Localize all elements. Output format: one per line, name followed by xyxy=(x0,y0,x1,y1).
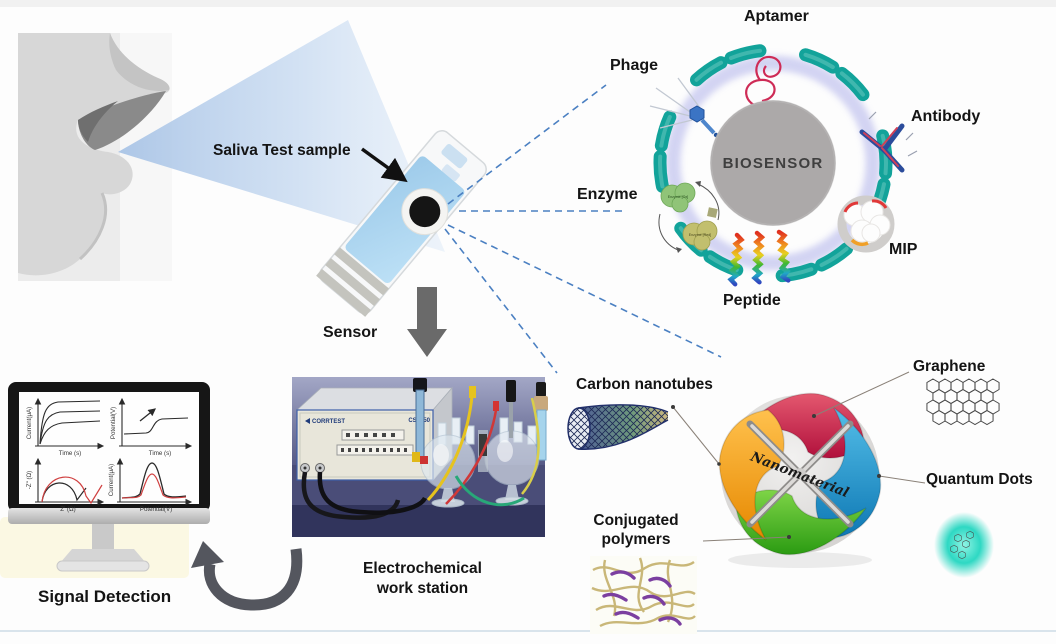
label-peptide: Peptide xyxy=(723,292,781,309)
plot2-xlabel: Time (s) xyxy=(149,450,171,457)
label-mip: MIP xyxy=(889,241,918,258)
antibody-icon xyxy=(859,111,918,173)
contact-stripes xyxy=(316,247,389,317)
sensor-label: Sensor xyxy=(323,324,378,341)
plot3-ylabel: -Z" (Ω) xyxy=(26,471,33,490)
saliva-sample-label: Saliva Test sample xyxy=(213,142,351,159)
label-signal-detection: Signal Detection xyxy=(38,587,172,606)
leader-lines xyxy=(671,371,926,542)
dashed-connectors xyxy=(444,84,722,374)
label-conjugated-line2: polymers xyxy=(601,531,671,548)
monitor: Current(μA) Time (s) Potential(V) Time (… xyxy=(8,382,210,572)
nanomaterial-pinwheel xyxy=(718,392,882,568)
label-conjugated-line1: Conjugated xyxy=(593,512,679,529)
down-arrow xyxy=(407,287,447,357)
electrode-well xyxy=(409,196,441,228)
plot4-ylabel: Current(μA) xyxy=(108,464,115,496)
mouth-profile-photo xyxy=(18,33,172,281)
enzyme-red-label: Enzyme [Red] xyxy=(689,233,712,237)
saliva-beam xyxy=(118,20,445,252)
label-aptamer: Aptamer xyxy=(744,8,809,25)
label-quantum-dots: Quantum Dots xyxy=(926,471,1033,488)
label-workstation-line1: Electrochemical xyxy=(363,560,482,577)
enzyme-ox-label: Enzyme [Ox] xyxy=(668,195,689,199)
plot-nyquist xyxy=(34,457,105,506)
connector-nanomaterial xyxy=(447,224,722,358)
saliva-arrow xyxy=(360,147,408,183)
mip-icon xyxy=(837,195,895,253)
connector-carbon xyxy=(444,228,558,374)
enzyme-icon: Enzyme [Ox] Enzyme [Red] xyxy=(658,181,720,253)
carbon-nanotube-image xyxy=(567,404,669,450)
quantum-dot-image xyxy=(934,512,994,578)
top-border xyxy=(0,0,1056,7)
biosensor-ring: Enzyme [Ox] Enzyme [Red] xyxy=(649,43,918,294)
plot-voltammetry xyxy=(116,457,193,506)
plot2-ylabel: Potential(V) xyxy=(110,407,117,439)
graphene-image xyxy=(926,378,1000,425)
plot4-xlabel: Potential(V) xyxy=(140,506,172,513)
label-carbon-nanotubes: Carbon nanotubes xyxy=(576,376,713,393)
glow-ring xyxy=(665,55,881,271)
plot-current-time xyxy=(34,397,105,450)
label-antibody: Antibody xyxy=(911,108,981,125)
label-phage: Phage xyxy=(610,57,659,74)
workstation-photo: CORRTEST CS2350 xyxy=(292,377,548,537)
sensor-strip xyxy=(316,130,487,317)
label-graphene: Graphene xyxy=(913,358,986,375)
label-workstation: Electrochemical work station xyxy=(345,559,500,599)
label-conjugated-polymers: Conjugated polymers xyxy=(580,511,692,549)
plot3-xlabel: Z' (Ω) xyxy=(60,506,75,513)
connector-phage xyxy=(447,84,607,205)
plot-potential-time xyxy=(118,397,193,450)
plot1-xlabel: Time (s) xyxy=(59,450,81,457)
bottom-border xyxy=(0,630,1056,632)
curved-arrow xyxy=(191,541,303,611)
strip-logo xyxy=(441,143,468,169)
phage-icon xyxy=(649,77,719,138)
label-workstation-line2: work station xyxy=(376,580,469,597)
conjugated-polymers-image xyxy=(590,556,697,634)
biosensor-center-label: BIOSENSOR xyxy=(723,155,824,172)
label-enzyme: Enzyme xyxy=(577,186,638,203)
device-brand: CORRTEST xyxy=(312,419,345,425)
plot1-ylabel: Current(μA) xyxy=(26,407,33,439)
